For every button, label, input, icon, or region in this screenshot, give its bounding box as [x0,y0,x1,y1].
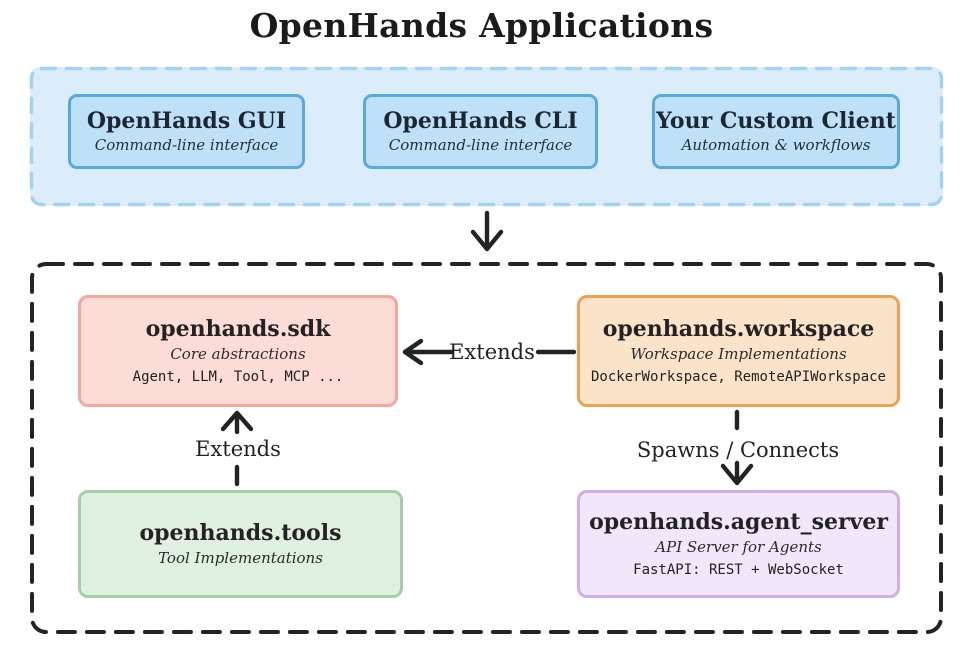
core-box-title: openhands.agent_server [589,509,888,536]
core-box-openhands-workspace: openhands.workspace Workspace Implementa… [577,295,900,407]
page-title: OpenHands Applications [249,6,714,45]
core-box-code: DockerWorkspace, RemoteAPIWorkspace [590,368,886,385]
core-box-subtitle: Tool Implementations [158,548,323,567]
core-box-openhands-sdk: openhands.sdk Core abstractions Agent, L… [78,295,398,407]
apps-layer-container: OpenHands GUI Command-line interface Ope… [30,67,943,206]
core-box-openhands-tools: openhands.tools Tool Implementations [78,490,403,598]
core-box-subtitle: Core abstractions [170,344,306,363]
app-box-subtitle: Command-line interface [94,136,279,155]
app-box-custom-client: Your Custom Client Automation & workflow… [652,94,900,169]
edge-label-workspace-extends-sdk: Extends [449,340,535,364]
core-box-title: openhands.sdk [145,316,331,343]
app-box-title: OpenHands CLI [383,107,578,134]
core-box-title: openhands.tools [139,520,342,547]
app-box-subtitle: Automation & workflows [681,136,871,155]
app-box-openhands-cli: OpenHands CLI Command-line interface [363,94,598,169]
arrow-apps-to-core [470,210,504,252]
core-box-subtitle: Workspace Implementations [630,344,847,363]
core-box-code: FastAPI: REST + WebSocket [633,561,844,578]
app-box-title: OpenHands GUI [86,107,287,134]
edge-label-tools-extends-sdk: Extends [195,437,281,461]
core-box-subtitle: API Server for Agents [655,537,822,556]
edge-label-workspace-spawns-agent-server: Spawns / Connects [636,438,840,462]
app-box-openhands-gui: OpenHands GUI Command-line interface [68,94,305,169]
core-box-title: openhands.workspace [602,316,875,343]
core-box-openhands-agent-server: openhands.agent_server API Server for Ag… [577,490,900,598]
core-box-code: Agent, LLM, Tool, MCP ... [132,368,344,385]
app-box-subtitle: Command-line interface [388,136,573,155]
app-box-title: Your Custom Client [656,107,896,134]
